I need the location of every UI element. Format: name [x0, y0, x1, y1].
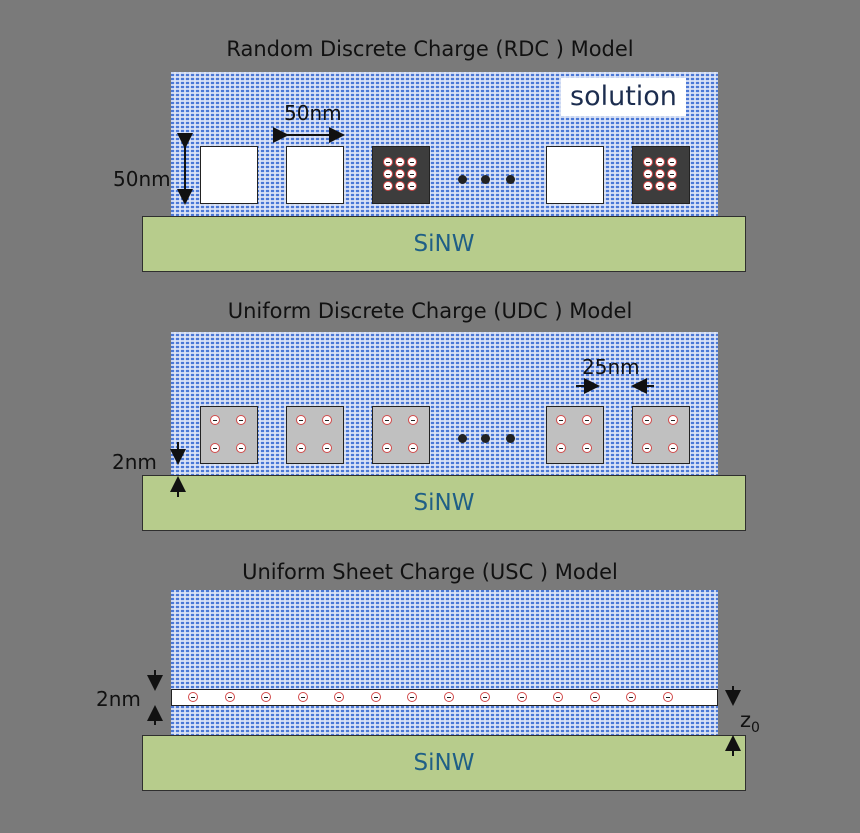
negative-charge-icon [516, 692, 527, 702]
udc-charged-box [200, 406, 258, 464]
usc-sinw-label: SiNW [413, 750, 475, 776]
negative-charge-icon [642, 443, 652, 453]
negative-charge-icon [407, 692, 417, 702]
negative-charge-icon [553, 692, 563, 702]
negative-charge-icon [643, 169, 653, 179]
rdc-empty-box [200, 146, 258, 204]
udc-sinw-substrate: SiNW [142, 475, 746, 531]
negative-charge-icon [236, 443, 246, 453]
negative-charge-icon [407, 157, 417, 167]
negative-charge-icon [188, 692, 198, 702]
usc-z0-label: z0 [740, 708, 760, 737]
negative-charge-icon [382, 415, 392, 425]
ellipsis-dot [481, 175, 490, 184]
rdc-sinw-label: SiNW [413, 231, 475, 257]
negative-charge-icon [322, 443, 332, 453]
rdc-sinw-substrate: SiNW [142, 216, 746, 272]
negative-charge-icon [626, 692, 636, 702]
negative-charge-icon [395, 157, 405, 167]
usc-gap-label: 2nm [96, 687, 141, 711]
negative-charge-icon [236, 415, 246, 425]
negative-charge-icon [322, 415, 332, 425]
udc-charged-box [546, 406, 604, 464]
negative-charge-icon [395, 169, 405, 179]
negative-charge-icon [296, 443, 306, 453]
ellipsis-dot [458, 175, 467, 184]
negative-charge-icon [296, 415, 306, 425]
negative-charge-icon [383, 181, 393, 191]
negative-charge-icon [408, 443, 418, 453]
negative-charge-icon [408, 415, 418, 425]
negative-charge-icon [667, 169, 677, 179]
rdc-empty-box [286, 146, 344, 204]
negative-charge-icon [383, 157, 393, 167]
udc-spacing-label: 25nm [582, 355, 640, 379]
negative-charge-icon [589, 692, 600, 702]
rdc-charged-box [372, 146, 430, 204]
negative-charge-icon [370, 692, 381, 702]
udc-gap-label: 2nm [112, 450, 157, 474]
usc-title: Uniform Sheet Charge (USC ) Model [242, 560, 618, 584]
negative-charge-icon [662, 692, 673, 702]
negative-charge-icon [443, 692, 454, 702]
negative-charge-icon [210, 415, 220, 425]
negative-charge-icon [224, 692, 235, 702]
negative-charge-icon [582, 415, 592, 425]
negative-charge-icon [556, 443, 566, 453]
negative-charge-icon [642, 415, 652, 425]
rdc-charged-box [632, 146, 690, 204]
ellipsis-dot [481, 434, 490, 443]
negative-charge-icon [407, 169, 417, 179]
udc-charged-box [286, 406, 344, 464]
negative-charge-icon [643, 157, 653, 167]
ellipsis-dot [506, 175, 515, 184]
negative-charge-icon [668, 415, 678, 425]
negative-charge-icon [655, 181, 665, 191]
negative-charge-icon [334, 692, 344, 702]
ellipsis-dot [458, 434, 467, 443]
negative-charge-icon [582, 443, 592, 453]
udc-solution-region [171, 332, 718, 476]
udc-charged-box [632, 406, 690, 464]
negative-charge-icon [668, 443, 678, 453]
negative-charge-icon [480, 692, 490, 702]
ellipsis-dot [506, 434, 515, 443]
rdc-empty-box [546, 146, 604, 204]
negative-charge-icon [643, 181, 653, 191]
negative-charge-icon [407, 181, 417, 191]
udc-title: Uniform Discrete Charge (UDC ) Model [227, 299, 633, 323]
negative-charge-icon [556, 415, 566, 425]
negative-charge-icon [383, 169, 393, 179]
negative-charge-icon [667, 157, 677, 167]
rdc-height-label: 50nm [113, 167, 171, 191]
negative-charge-icon [655, 169, 665, 179]
negative-charge-icon [395, 181, 405, 191]
negative-charge-icon [261, 692, 271, 702]
udc-sinw-label: SiNW [413, 490, 475, 516]
negative-charge-icon [667, 181, 677, 191]
rdc-title: Random Discrete Charge (RDC ) Model [226, 37, 634, 61]
negative-charge-icon [382, 443, 392, 453]
usc-charge-sheet [171, 689, 718, 706]
usc-solution-region [171, 590, 718, 736]
usc-sinw-substrate: SiNW [142, 735, 746, 791]
rdc-width-label: 50nm [284, 101, 342, 125]
solution-label: solution [561, 78, 686, 116]
negative-charge-icon [655, 157, 665, 167]
negative-charge-icon [297, 692, 308, 702]
udc-charged-box [372, 406, 430, 464]
negative-charge-icon [210, 443, 220, 453]
